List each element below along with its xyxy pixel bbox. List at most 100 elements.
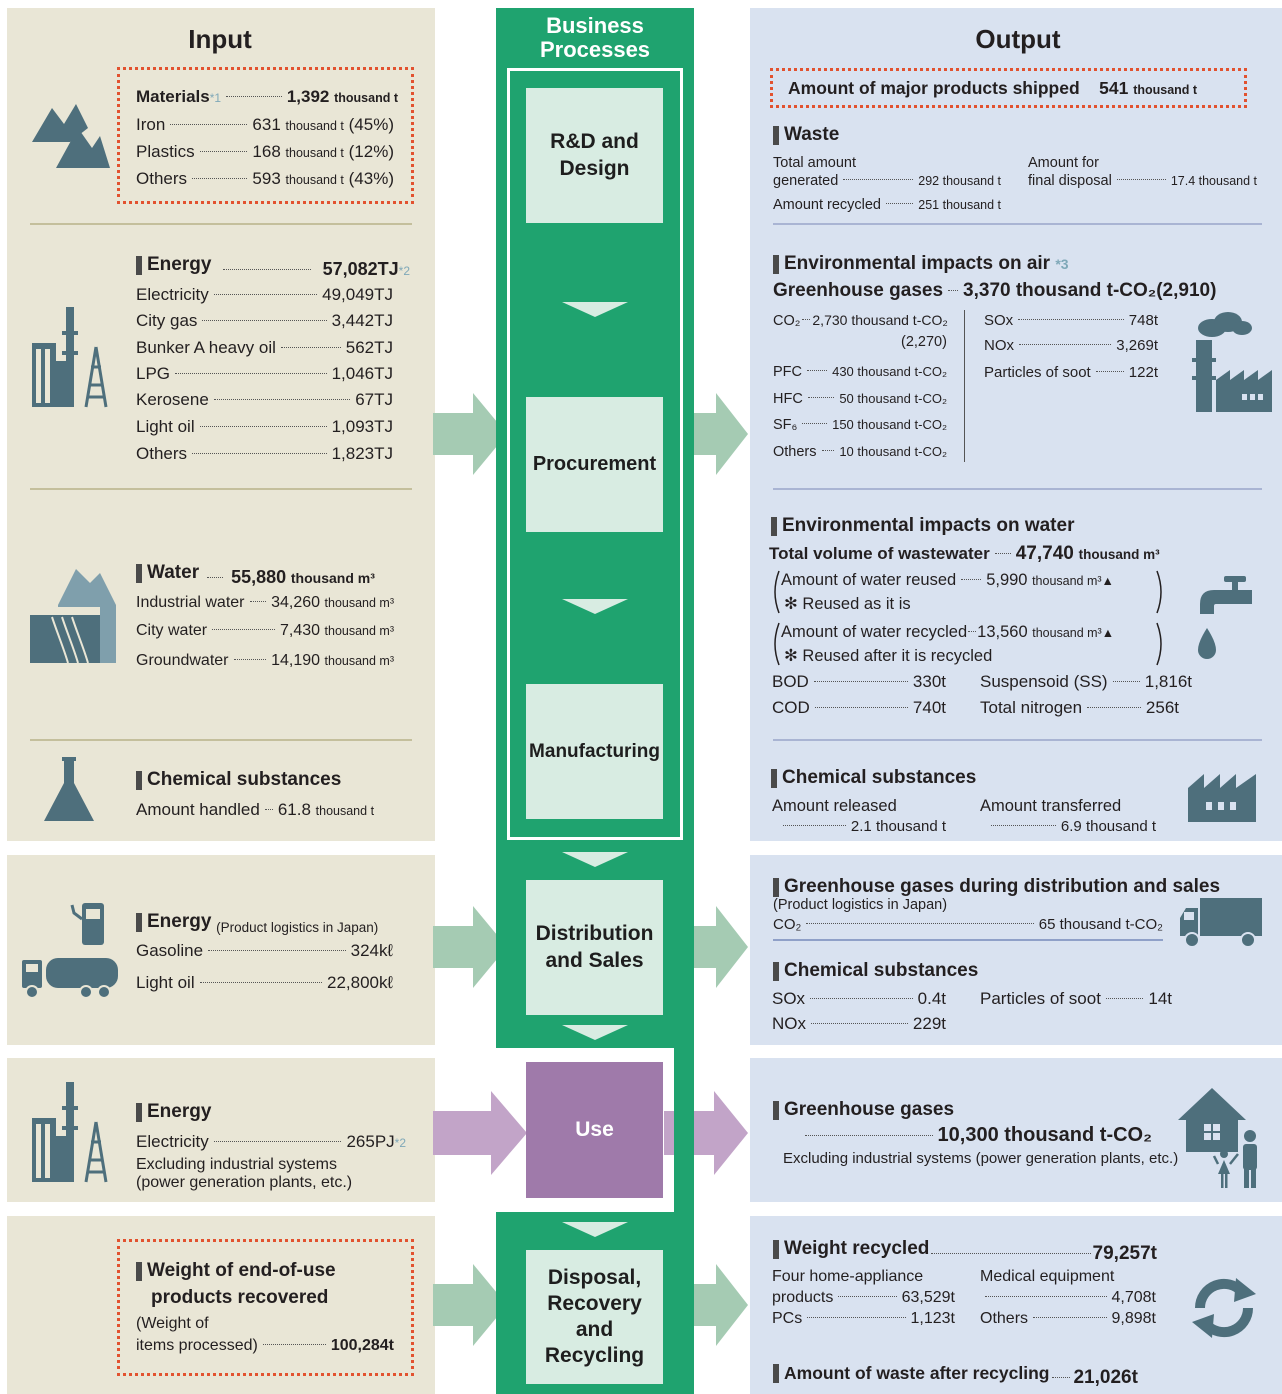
water-item-unit: thousand m³ [324,596,394,610]
air-pollutant-label: NOx [984,337,1014,354]
leader-dots [838,1296,897,1297]
process-manufacturing: Manufacturing [526,684,663,819]
four-appliance-value: 63,529t [901,1289,955,1306]
leader-dots [199,426,327,427]
logistics-subtitle: (Product logistics in Japan) [216,919,379,935]
leader-dots [948,290,959,291]
input-arrow-icon [433,393,507,475]
process-down-arrow-icon [562,1025,628,1040]
leader-dots [192,178,248,179]
input-chemical-title: Chemical substances [136,769,341,791]
air-gas-label: Others [773,444,817,460]
tn-value: 256t [1145,698,1179,717]
logistics-item-value: 22,800kℓ [327,973,393,992]
section-bar [773,125,779,145]
air-co2-label: CO₂ [773,313,801,329]
materials-total: 1,392 [286,87,330,106]
dist-subtitle: (Product logistics in Japan) [773,897,948,913]
materials-pct: (12%) [348,142,394,161]
leader-dots [1018,319,1124,320]
output-panel-distribution [750,855,1282,1045]
energy-item-label: Bunker A heavy oil [136,338,276,357]
bracket-right-icon [1156,570,1162,614]
energy-item-value: 1,823TJ [331,444,393,463]
materials-pct: (45%) [348,115,394,134]
recovered-line2: products recovered [151,1287,329,1308]
cod-label: COD [772,698,810,717]
waste-generated-l2: generated [773,173,839,189]
use-electricity-label: Electricity [136,1132,209,1151]
materials-total-unit: thousand t [334,91,398,105]
energy-item-value: 49,049TJ [322,285,393,304]
output-panel-recycling [750,1216,1282,1394]
energy-row-1: City gas 3,442TJ [136,311,393,331]
water-item-value: 34,260 [271,594,321,611]
recovered-value-row: items processed) 100,284t [136,1337,394,1355]
energy-item-value: 562TJ [345,338,393,357]
factory-icon [1188,774,1256,822]
shipped-row: Amount of major products shipped 541 tho… [788,78,1197,99]
section-bar [136,1261,142,1281]
weight-recycled-wrap: Weight recycled [773,1238,929,1260]
energy-title-wrap: Energy [136,254,211,276]
flask-icon [44,757,94,821]
materials-row-0: Iron 631 thousand t (45%) [136,115,394,135]
materials-row-1: Plastics 168 thousand t (12%) [136,142,394,162]
leader-dots [170,124,248,125]
waste-after-label: Amount of waste after recycling [784,1363,1050,1383]
use-ghg-title-text: Greenhouse gases [784,1099,955,1120]
leader-dots [192,453,327,454]
chem-transferred-value: 6.9 thousand t [1060,818,1156,835]
air-ghg-label: Greenhouse gases [773,280,944,301]
waste-disposal-value: 17.4 thousand t [1170,174,1257,188]
section-bar [773,961,779,981]
logistics-item-label: Gasoline [136,941,204,960]
bod-value: 330t [912,672,946,691]
others-value: 9,898t [1111,1310,1156,1327]
air-pollutant-value: 122t [1128,364,1158,381]
medical-value: 4,708t [1111,1289,1156,1306]
recovered-line4: items processed) [136,1337,258,1354]
input-divider [30,223,412,225]
pcs-value: 1,123t [910,1310,955,1327]
leader-dots [807,397,835,398]
leader-dots [1087,707,1141,708]
energy-item-label: City gas [136,311,198,330]
input-divider [30,488,412,490]
leader-dots [1095,371,1124,372]
truck-icon [1180,898,1262,948]
materials-note: *1 [209,91,222,105]
faucet-icon [1198,576,1252,659]
leader-dots [811,1023,908,1024]
reused-value: 5,990 [986,571,1028,589]
leader-dots [807,1317,906,1318]
dist-nox-value: 229t [912,1014,946,1033]
disposal-line3: and [575,1318,614,1341]
four-appliance-l1: Four home-appliance [772,1268,924,1285]
leader-dots [1052,1377,1071,1378]
rd-line1: R&D and [550,130,639,154]
energy-item-value: 3,442TJ [331,311,393,330]
air-note: *3 [1055,256,1069,272]
waste-title-text: Waste [784,124,840,145]
energy-item-label: Kerosene [136,390,209,409]
leader-dots [814,707,908,708]
section-bar [773,1100,779,1120]
air-gas-label: SF₆ [773,417,798,433]
materials-value: 593 [252,169,281,188]
recycled-note: ✻ Reused after it is recycled [784,647,993,665]
water-total: 55,880 [231,566,287,587]
use-electricity-row: Electricity 265PJ*2 [136,1132,406,1152]
ss-row: Suspensoid (SS)1,816t [980,672,1192,692]
input-panel-use [7,1058,435,1202]
leader-dots [249,601,267,602]
